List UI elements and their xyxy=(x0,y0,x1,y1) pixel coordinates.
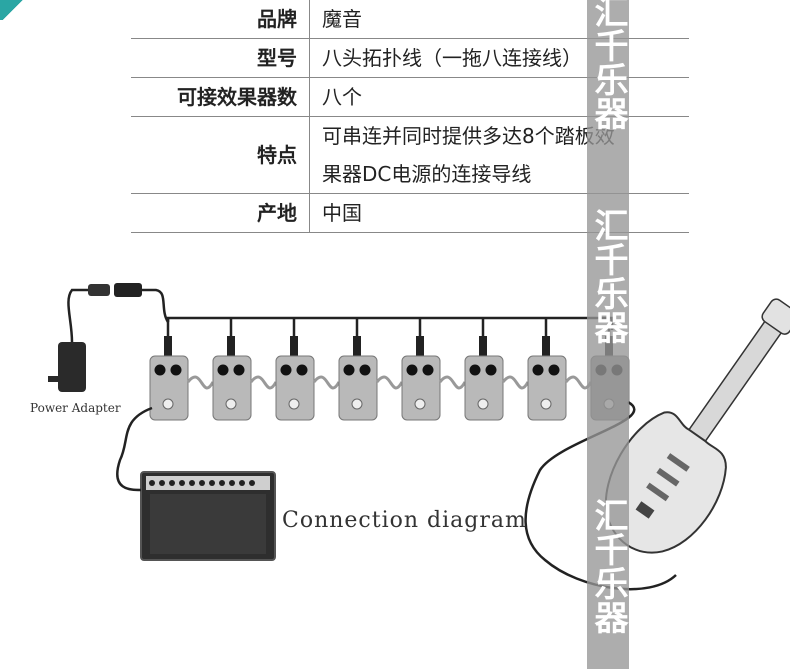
amplifier xyxy=(140,471,276,561)
amp-knob xyxy=(239,480,245,486)
feature-value: 可串连并同时提供多达8个踏板效 果器DC电源的连接导线 xyxy=(309,116,689,194)
amp-knob xyxy=(189,480,195,486)
count-value: 八个 xyxy=(309,77,689,117)
amp-knob xyxy=(199,480,205,486)
diagram-caption: Connection diagram xyxy=(282,508,527,533)
model-key: 型号 xyxy=(131,38,310,78)
feature-line-2: 果器DC电源的连接导线 xyxy=(322,162,532,186)
feature-key: 特点 xyxy=(131,116,310,194)
electric-guitar xyxy=(604,298,790,554)
table-row: 可接效果器数 八个 xyxy=(131,77,689,117)
amp-knob xyxy=(229,480,235,486)
amp-knob xyxy=(159,480,165,486)
connection-diagram xyxy=(48,283,790,591)
watermark-text-middle: 汇千乐器 xyxy=(588,208,628,344)
corner-accent xyxy=(0,0,30,20)
pedal-6 xyxy=(464,318,530,421)
pedal-4 xyxy=(338,318,404,421)
pedal-7 xyxy=(527,318,593,421)
watermark-strip: 汇千乐器 汇千乐器 汇千乐器 xyxy=(587,0,629,669)
amp-knob xyxy=(209,480,215,486)
origin-value: 中国 xyxy=(309,193,689,233)
brand-key: 品牌 xyxy=(131,0,310,39)
watermark-text-top: 汇千乐器 xyxy=(588,0,628,130)
amp-knob xyxy=(179,480,185,486)
brand-value: 魔音 xyxy=(309,0,689,39)
power-adapter xyxy=(48,283,170,392)
amp-knob xyxy=(249,480,255,486)
origin-key: 产地 xyxy=(131,193,310,233)
pedal-3 xyxy=(275,318,341,421)
power-adapter-label: Power Adapter xyxy=(30,401,121,415)
watermark-text-bottom: 汇千乐器 xyxy=(588,498,628,634)
amp-knob xyxy=(169,480,175,486)
model-value: 八头拓扑线（一拖八连接线） xyxy=(309,38,689,78)
amp-cable xyxy=(116,406,153,492)
pedal-row xyxy=(149,318,630,421)
pedal-2 xyxy=(212,318,278,421)
amp-knob xyxy=(149,480,155,486)
feature-line-1: 可串连并同时提供多达8个踏板效 xyxy=(322,124,615,148)
pedal-5 xyxy=(401,318,467,421)
amp-knob xyxy=(219,480,225,486)
count-key: 可接效果器数 xyxy=(131,77,310,117)
pedal-1 xyxy=(149,318,215,421)
